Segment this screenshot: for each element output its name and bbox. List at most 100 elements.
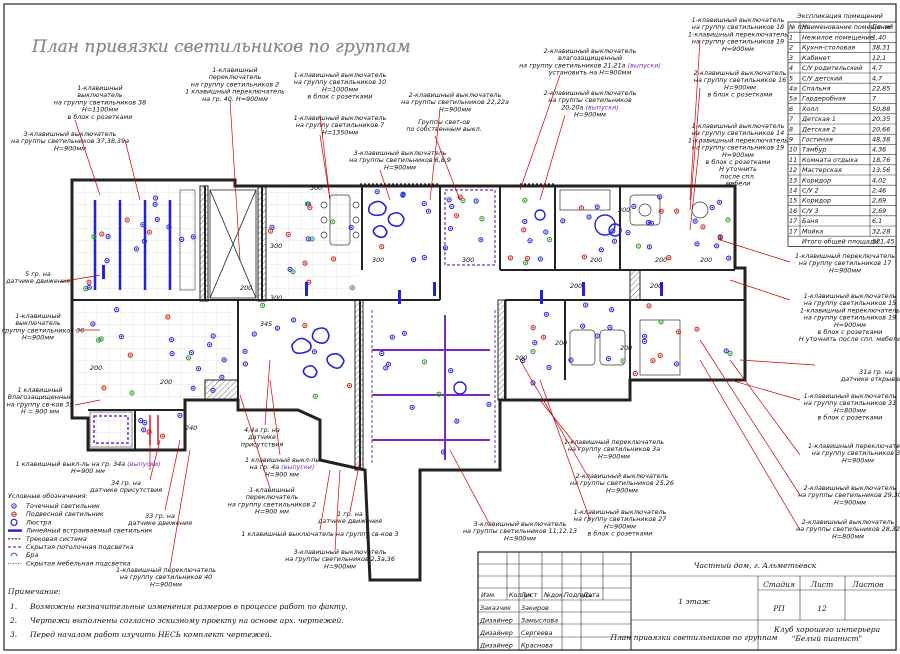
explication-cell: Детская 1 <box>801 115 836 123</box>
spot-light-dot <box>588 216 590 218</box>
spot-light-dot <box>423 202 426 205</box>
explication-cell: Мастерская <box>802 166 842 174</box>
explication-cell: 16 <box>789 207 797 215</box>
spot-light-icon <box>632 370 639 377</box>
spot-light-icon <box>568 357 574 363</box>
spot-light-dot <box>696 328 698 331</box>
spot-light-dot <box>269 230 272 232</box>
spot-light-icon <box>290 269 296 275</box>
spot-light-dot <box>522 359 524 362</box>
spot-light-icon <box>598 247 604 253</box>
explication-cell: 6,1 <box>872 217 882 225</box>
spot-light-icon <box>666 255 672 261</box>
spot-light-icon <box>543 311 550 317</box>
spot-light-dot <box>481 217 483 220</box>
spot-light-dot <box>144 421 146 424</box>
spot-light-dot <box>244 363 247 365</box>
hall-chandelier <box>291 327 345 379</box>
spot-light-icon <box>210 387 216 393</box>
explication-cell: 2 <box>789 44 793 52</box>
spot-light-icon <box>421 254 427 261</box>
spot-light-dot <box>524 261 527 264</box>
spot-light-dot <box>524 220 526 223</box>
notes-heading: Примечание: <box>7 587 61 596</box>
spot-light-icon <box>530 325 536 331</box>
spot-light-icon <box>242 361 248 367</box>
leader-line <box>689 87 701 211</box>
spot-light-icon <box>274 325 280 331</box>
spot-light-icon <box>165 314 171 320</box>
spot-light-dot <box>380 245 383 248</box>
spot-light-icon <box>91 234 97 240</box>
spot-light-dot <box>142 429 145 431</box>
spot-light-dot <box>727 257 730 259</box>
spot-light-dot <box>715 245 718 247</box>
note-text: Перед началом работ изучить НЕСЬ комплек… <box>29 630 272 639</box>
spot-light-dot <box>532 326 534 329</box>
spot-light-dot <box>542 336 545 339</box>
shaft-cross <box>209 189 257 299</box>
leader-lines <box>59 39 816 569</box>
spot-light-icon <box>348 224 354 231</box>
spot-light-icon <box>646 303 652 309</box>
spot-light-dot <box>658 196 661 198</box>
spot-light-dot <box>120 335 123 338</box>
spot-light-dot <box>522 229 525 231</box>
org-name: Клуб хорошего интерьера"Белый пианист" <box>773 625 880 643</box>
spot-light-icon <box>179 236 185 242</box>
leader-line <box>169 449 191 569</box>
wall-hatch <box>629 269 641 301</box>
spot-light-dot <box>702 226 704 228</box>
spot-light-icon <box>425 208 432 214</box>
explication-cell: 3 <box>789 54 793 62</box>
explication-cell: 14 <box>789 187 797 195</box>
spot-light-icon <box>674 208 680 214</box>
spot-light-dot <box>92 323 94 325</box>
spot-light-dot <box>449 369 452 372</box>
spot-light-dot <box>314 395 317 398</box>
leader-line <box>264 359 271 426</box>
spot-light-dot <box>350 226 353 229</box>
spot-light-icon <box>379 350 385 357</box>
spot-light-icon <box>507 255 513 261</box>
spot-light-icon <box>389 334 395 340</box>
floor-label: 1 этаж <box>678 597 710 606</box>
spot-light-dot <box>480 238 482 241</box>
spot-light-icon <box>207 342 213 348</box>
spot-light-dot <box>488 403 490 406</box>
spot-light-icon <box>448 368 454 374</box>
spot-light-dot <box>387 363 390 366</box>
leader-line <box>699 359 801 531</box>
spot-light-dot <box>633 205 635 208</box>
leader-line <box>539 399 581 451</box>
spot-light-dot <box>729 352 731 355</box>
spot-light-icon <box>586 214 592 220</box>
spot-light-icon <box>700 224 706 230</box>
wall-hatch <box>354 299 364 471</box>
spot-light-dot <box>444 247 447 249</box>
spot-light-icon <box>447 225 454 232</box>
spot-light-icon <box>657 353 663 359</box>
spot-light-dot <box>548 366 550 369</box>
spot-light-dot <box>171 352 173 355</box>
room-code: 200 <box>160 378 172 386</box>
spot-light-dot <box>648 305 650 307</box>
spot-light-icon <box>725 217 731 223</box>
spot-light-dot <box>381 352 383 355</box>
leader-line <box>319 469 331 531</box>
spot-light-icon <box>726 255 732 261</box>
leader-line <box>429 109 441 201</box>
page-title: План привязки светильников по группам <box>31 37 411 57</box>
room-code: 200 <box>590 256 602 264</box>
